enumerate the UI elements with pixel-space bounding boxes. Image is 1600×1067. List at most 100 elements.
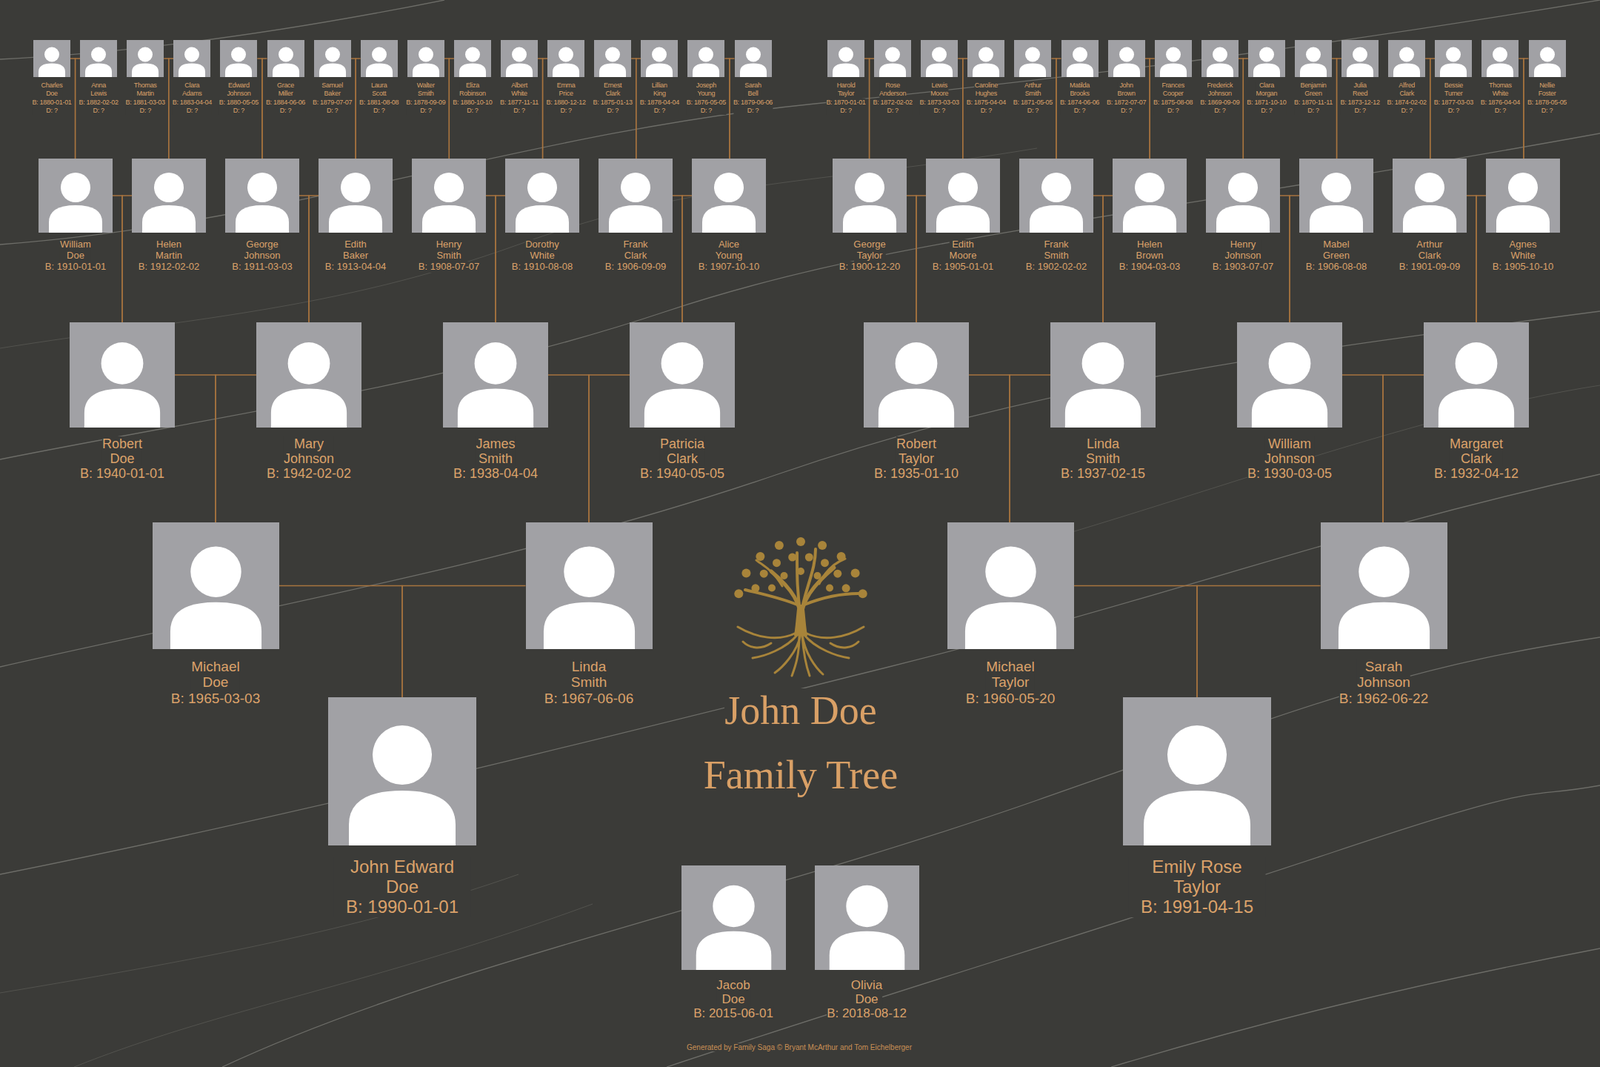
person-name: Benjamin Green: [1300, 81, 1326, 99]
person-caption: Emma PriceB: 1880-12-12D: ?: [546, 81, 586, 115]
person-caption: Laura ScottB: 1881-08-08D: ?: [359, 81, 399, 115]
person-card: William DoeB: 1910-01-01: [38, 158, 113, 233]
lineage-connector: [174, 374, 216, 523]
death-date: D: ?: [1294, 106, 1333, 115]
person-name: Clara Morgan: [1256, 81, 1278, 99]
person-card: John Edward DoeB: 1990-01-01: [328, 697, 477, 846]
person-card: Dorothy WhiteB: 1910-08-08: [505, 158, 580, 233]
person-caption: Albert WhiteB: 1877-11-11D: ?: [500, 81, 539, 115]
person-name: Margaret Clark: [1449, 436, 1503, 466]
person-card: Michael DoeB: 1965-03-03: [152, 522, 280, 649]
birth-date: B: 1875-01-13: [593, 98, 633, 107]
person-caption: Bessie TurnerB: 1877-03-03D: ?: [1434, 81, 1474, 115]
photo-placeholder: [1528, 40, 1566, 78]
death-date: D: ?: [219, 106, 259, 115]
person-name: Alfred Clark: [1398, 81, 1415, 99]
person-card: Thomas WhiteB: 1876-04-04D: ?: [1481, 40, 1519, 78]
death-date: D: ?: [546, 106, 586, 115]
death-date: D: ?: [1480, 106, 1520, 115]
birth-date: B: 1871-05-05: [1013, 98, 1053, 107]
person-caption: Edith BakerB: 1913-04-04: [325, 239, 386, 273]
photo-placeholder: [126, 40, 164, 78]
person-caption: Nellie FosterB: 1878-05-05D: ?: [1527, 81, 1567, 115]
photo-placeholder: [454, 40, 492, 78]
lineage-connector: [1342, 374, 1383, 523]
person-name: Samuel Baker: [321, 81, 343, 99]
birth-date: B: 1900-12-20: [839, 261, 900, 273]
birth-date: B: 1884-06-06: [265, 98, 306, 107]
birth-date: B: 1904-03-03: [1119, 261, 1180, 273]
death-date: D: ?: [31, 106, 72, 115]
photo-placeholder: [1320, 522, 1448, 649]
person-caption: Mabel GreenB: 1906-08-08: [1305, 239, 1367, 273]
person-caption: Jacob DoeB: 2015-06-01: [693, 977, 774, 1020]
person-name: Linda Smith: [571, 658, 608, 691]
death-date: D: ?: [1340, 106, 1380, 115]
person-card: Lillian KingB: 1878-04-04D: ?: [640, 40, 678, 78]
person-card: Robert TaylorB: 1935-01-10: [863, 322, 969, 428]
lineage-connector: [485, 195, 496, 323]
person-card: Harold TaylorB: 1870-01-01D: ?: [827, 40, 865, 78]
photo-placeholder: [691, 158, 766, 233]
person-caption: Olivia DoeB: 2018-08-12: [826, 977, 907, 1020]
photo-placeholder: [38, 158, 113, 233]
person-caption: Robert DoeB: 1940-01-01: [80, 436, 165, 481]
lineage-connector: [299, 195, 309, 323]
death-date: D: ?: [359, 106, 399, 115]
person-card: Robert DoeB: 1940-01-01: [69, 322, 175, 428]
person-card: Rose AndersonB: 1872-02-02D: ?: [874, 40, 912, 78]
person-name: Laura Scott: [371, 81, 388, 99]
photo-placeholder: [925, 158, 1000, 233]
person-card: Arthur ClarkB: 1901-09-09: [1392, 158, 1467, 233]
person-caption: John Edward DoeB: 1990-01-01: [334, 857, 472, 918]
lineage-connector: [906, 195, 917, 323]
person-name: Ernest Clark: [603, 81, 622, 99]
person-caption: Henry JohnsonB: 1903-07-07: [1212, 239, 1274, 273]
lineage-connector: [1197, 585, 1321, 698]
person-caption: Linda SmithB: 1967-06-06: [544, 658, 634, 706]
person-name: Michael Doe: [191, 658, 240, 691]
person-card: Jacob DoeB: 2015-06-01: [681, 865, 786, 970]
photo-placeholder: [1154, 40, 1192, 78]
photo-placeholder: [69, 322, 175, 428]
person-card: Frank ClarkB: 1906-09-09: [598, 158, 673, 233]
person-card: Lewis MooreB: 1873-03-03D: ?: [920, 40, 958, 78]
person-name: Clara Adams: [182, 81, 203, 99]
person-caption: Sarah JohnsonB: 1962-06-22: [1339, 658, 1429, 706]
death-date: D: ?: [1153, 106, 1193, 115]
birth-date: B: 1905-10-10: [1492, 261, 1554, 273]
person-card: Julia ReedB: 1873-12-12D: ?: [1341, 40, 1379, 78]
person-caption: Frederick JohnsonB: 1869-09-09D: ?: [1200, 81, 1240, 115]
person-card: Edward JohnsonB: 1880-05-05D: ?: [220, 40, 258, 78]
person-caption: Mary JohnsonB: 1942-02-02: [266, 436, 352, 481]
person-caption: Ernest ClarkB: 1875-01-13D: ?: [593, 81, 633, 115]
person-caption: Clara MorganB: 1871-10-10D: ?: [1246, 81, 1286, 115]
person-caption: Linda SmithB: 1937-02-15: [1060, 436, 1146, 481]
person-caption: Dorothy WhiteB: 1910-08-08: [511, 239, 573, 273]
death-date: D: ?: [1200, 106, 1240, 115]
birth-date: B: 1875-04-04: [966, 98, 1006, 107]
birth-date: B: 1911-03-03: [231, 261, 292, 273]
lineage-connector: [1331, 58, 1338, 159]
photo-placeholder: [131, 158, 206, 233]
death-date: D: ?: [733, 106, 773, 115]
death-date: D: ?: [1434, 106, 1474, 115]
lineage-connector: [495, 195, 506, 323]
photo-placeholder: [1014, 40, 1052, 78]
lineage-connector: [1476, 195, 1486, 323]
lineage-connector: [279, 585, 403, 698]
person-caption: James SmithB: 1938-04-04: [453, 436, 538, 481]
person-card: Mabel GreenB: 1906-08-08: [1299, 158, 1374, 233]
person-card: Michael TaylorB: 1960-05-20: [947, 522, 1075, 649]
birth-date: B: 1879-06-06: [733, 98, 773, 107]
photo-placeholder: [874, 40, 912, 78]
birth-date: B: 1940-01-01: [80, 465, 165, 481]
lineage-connector: [215, 374, 257, 523]
birth-date: B: 1879-07-07: [312, 98, 352, 107]
lineage-connector: [1382, 374, 1424, 523]
person-caption: Margaret ClarkB: 1932-04-12: [1434, 436, 1519, 481]
birth-date: B: 1877-11-11: [500, 98, 539, 107]
photo-placeholder: [1388, 40, 1426, 78]
birth-date: B: 1883-04-04: [172, 98, 212, 107]
